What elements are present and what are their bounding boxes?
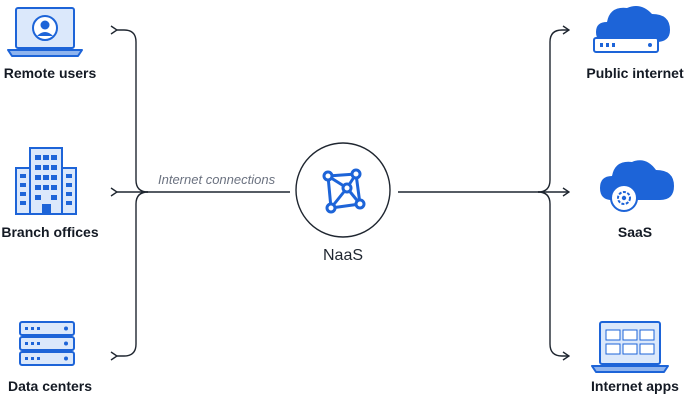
saas-label: SaaS: [617, 224, 653, 240]
browser-window-icon: [591, 321, 669, 373]
connector-to-internet-apps: [537, 191, 569, 356]
network-nodes-icon: [322, 168, 366, 214]
internet-connections-label: Internet connections: [158, 172, 276, 187]
remote-users-label: Remote users: [3, 65, 97, 81]
office-building-icon: [15, 147, 77, 215]
cloud-server-icon: [593, 6, 670, 53]
right-connectors: [398, 30, 569, 356]
server-rack-icon: [19, 321, 75, 366]
naas-hub: [295, 142, 391, 238]
left-connectors: [117, 30, 290, 356]
cloud-gear-icon: [600, 160, 674, 212]
public-internet-label: Public internet: [586, 65, 684, 81]
internet-apps-label: Internet apps: [591, 378, 679, 394]
connector-to-data-centers: [117, 191, 149, 356]
laptop-user-icon: [7, 7, 83, 57]
branch-offices-label: Branch offices: [1, 224, 99, 240]
connector-to-public-internet: [537, 30, 569, 193]
naas-label: NaaS: [322, 247, 364, 264]
data-centers-label: Data centers: [7, 378, 93, 394]
connector-to-remote-users: [117, 30, 149, 193]
